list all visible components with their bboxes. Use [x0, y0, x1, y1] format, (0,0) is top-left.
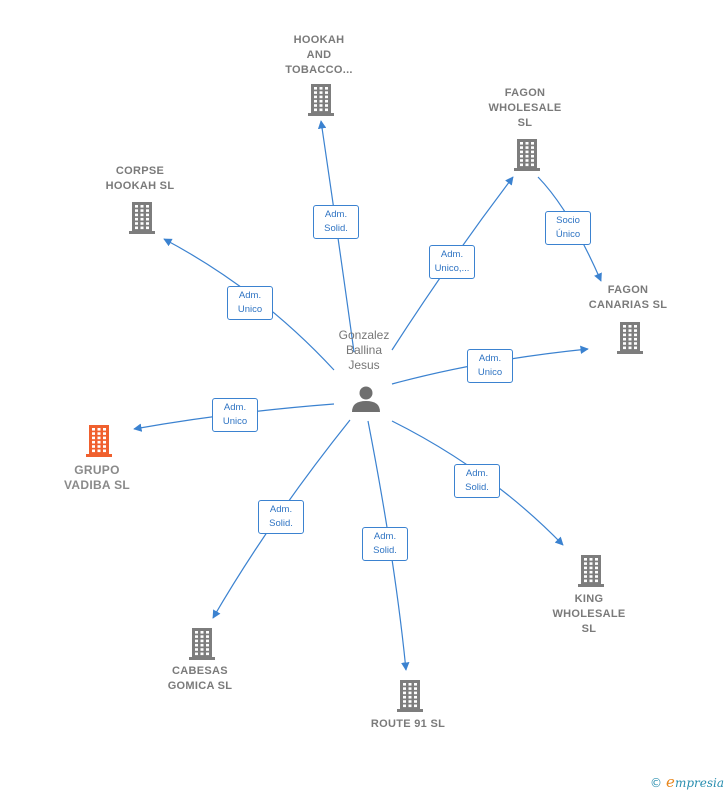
edge-label-fagon_wholesale[interactable]: Adm. Unico,...	[429, 245, 475, 279]
person-label[interactable]: Gonzalez Ballina Jesus	[338, 328, 390, 372]
brand-initial: e	[666, 773, 675, 791]
edge-label-cabesas[interactable]: Adm. Solid.	[258, 500, 304, 534]
company-label-cabesas[interactable]: CABESAS GOMICA SL	[167, 665, 233, 692]
company-label-fagon_wholesale[interactable]: FAGON WHOLESALE SL	[488, 86, 562, 129]
edge-label-fagon_canarias[interactable]: Adm. Unico	[467, 349, 513, 383]
nodes-layer	[86, 84, 643, 712]
brand-name: mpresia	[674, 776, 724, 790]
building-icon-king[interactable]	[578, 555, 604, 587]
edge-label-route91[interactable]: Adm. Solid.	[362, 527, 408, 561]
edge-label-fagon_canarias[interactable]: Socio Único	[545, 211, 591, 245]
building-icon-fagon_wholesale[interactable]	[514, 139, 540, 171]
company-label-hookah[interactable]: HOOKAH AND TOBACCO...	[285, 33, 353, 76]
building-icon-corpse[interactable]	[129, 202, 155, 234]
copyright-symbol: ©	[650, 776, 663, 790]
person-icon[interactable]	[352, 386, 380, 413]
building-icon-hookah[interactable]	[308, 84, 334, 116]
edge-label-corpse[interactable]: Adm. Unico	[227, 286, 273, 320]
company-label-route91[interactable]: ROUTE 91 SL	[370, 717, 446, 730]
edge-hookah	[317, 120, 355, 353]
company-label-corpse[interactable]: CORPSE HOOKAH SL	[105, 165, 175, 192]
building-icon-grupo_vadiba[interactable]	[86, 425, 112, 457]
building-icon-fagon_canarias[interactable]	[617, 322, 643, 354]
edge-label-king[interactable]: Adm. Solid.	[454, 464, 500, 498]
edge-label-hookah[interactable]: Adm. Solid.	[313, 205, 359, 239]
company-label-king[interactable]: KING WHOLESALE SL	[552, 592, 626, 635]
building-icon-route91[interactable]	[397, 680, 423, 712]
company-label-grupo_vadiba[interactable]: GRUPO VADIBA SL	[63, 463, 131, 492]
building-icon-cabesas[interactable]	[189, 628, 215, 660]
empresia-logo: ©empresia	[650, 773, 724, 791]
company-label-fagon_canarias[interactable]: FAGON CANARIAS SL	[588, 284, 668, 311]
edge-label-grupo_vadiba[interactable]: Adm. Unico	[212, 398, 258, 432]
